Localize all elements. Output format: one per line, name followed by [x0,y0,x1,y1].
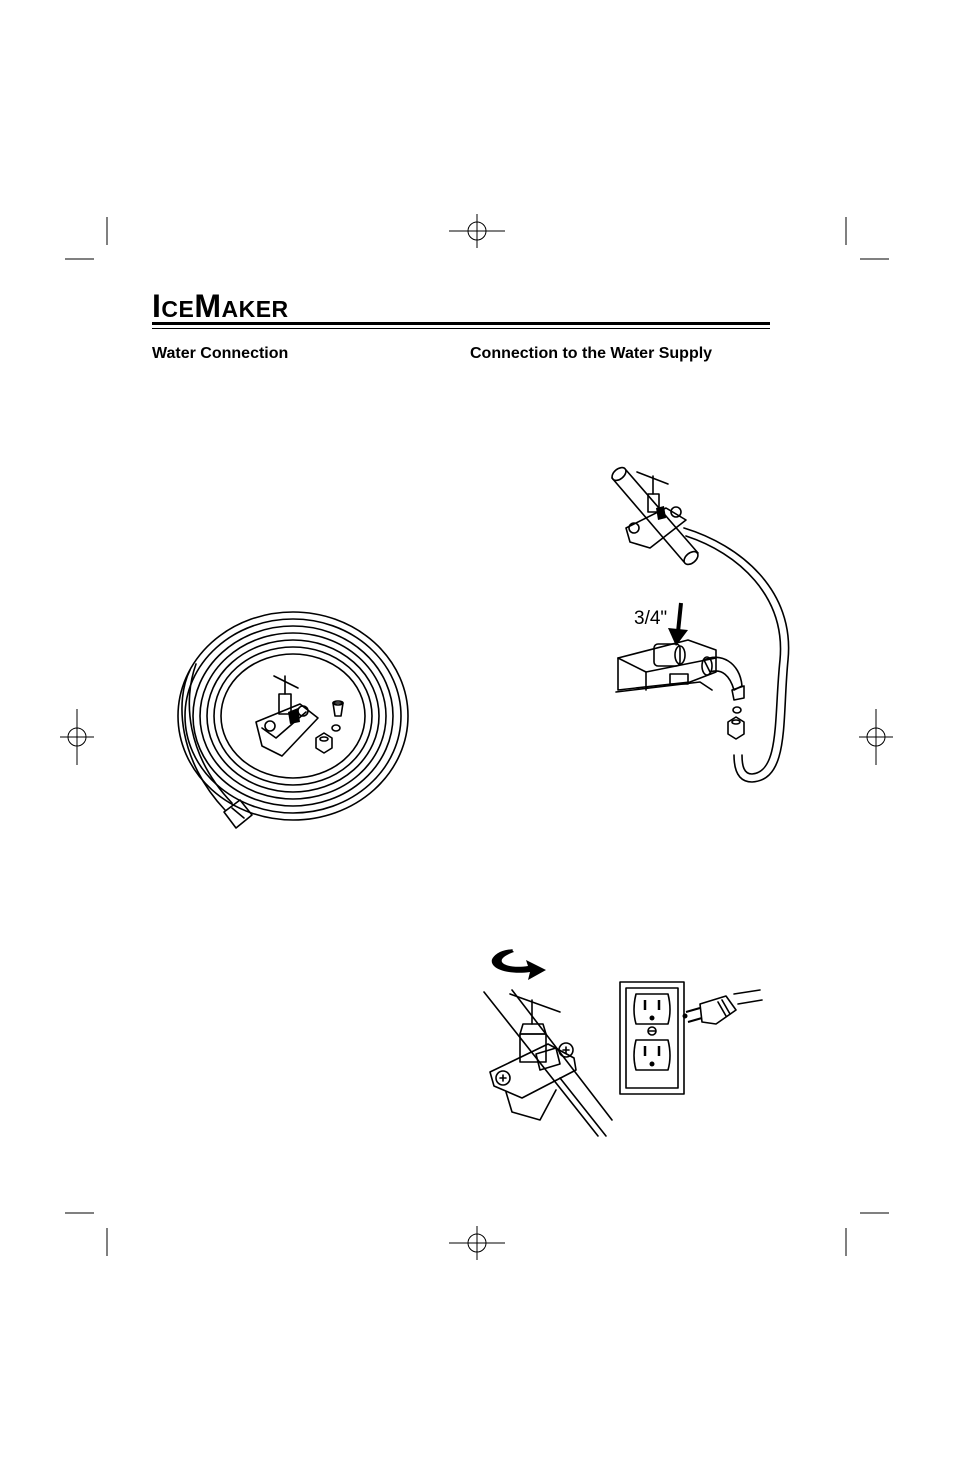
title-initial-2: M [194,288,222,324]
title-rule-thin [152,328,770,329]
title-part-1: CE [161,296,195,322]
rotate-clockwise-icon [491,949,546,980]
saddle-valve-icon [489,993,577,1121]
ferrule-icon [732,706,742,714]
page-title: ICEMAKER [152,288,289,325]
washer-icon [331,724,341,732]
arrow-down-icon [668,602,688,646]
elbow-fitting-icon [701,656,745,701]
saddle-valve-icon [625,471,687,549]
water-connection-heading: Water Connection [152,345,289,362]
valve-size-label: 3/4" [634,608,667,629]
copper-tubing [683,527,790,783]
water-supply-heading: Connection to the Water Supply [470,345,713,362]
coiled-tubing [177,611,409,821]
title-part-2: AKER [221,296,289,322]
title-rule-thick [152,322,770,325]
power-plug-icon [682,989,763,1025]
cold-water-pipe [483,989,613,1137]
hex-nut-icon [315,732,333,754]
compression-nut-icon [727,716,745,740]
saddle-valve-icon [255,675,319,757]
compression-nut-icon [223,799,253,829]
water-valve-icon [615,639,717,693]
title-initial-1: I [152,288,162,324]
ferrule-icon [332,700,344,717]
wall-outlet-icon [619,981,685,1095]
